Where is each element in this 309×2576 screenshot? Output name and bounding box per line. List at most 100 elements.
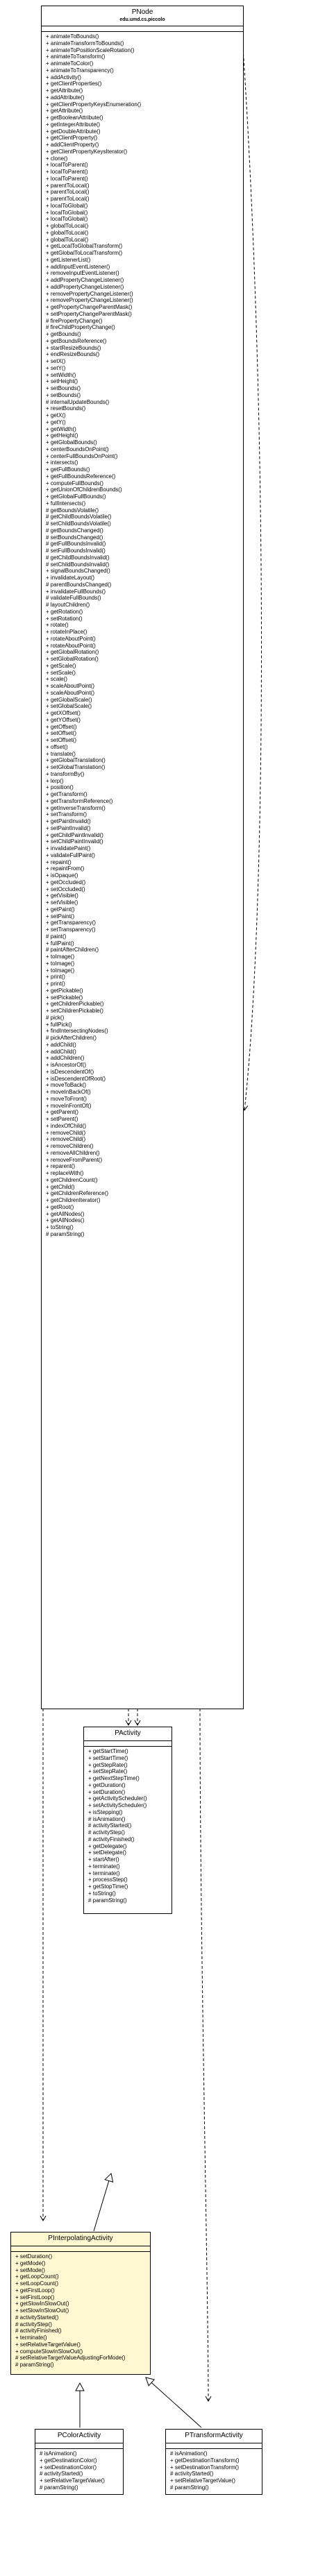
operation-item: + validateFullPaint()	[46, 851, 95, 858]
operation-item: + parentToLocal()	[46, 189, 90, 196]
operation-item: + addChildren()	[46, 1055, 85, 1062]
operation-item: # paramString()	[46, 1230, 85, 1237]
operation-item: + getGlobalRotation()	[46, 649, 99, 656]
operation-item: # activityFinished()	[88, 1836, 135, 1842]
operation-item: + centerBoundsOnPoint()	[46, 446, 109, 452]
operation-item: + startAfter()	[88, 1856, 119, 1863]
operation-item: + setOffset()	[46, 730, 77, 737]
operation-item: + computeFullBounds()	[46, 480, 103, 486]
operation-item: # activityStarted()	[170, 2471, 214, 2477]
operation-item: + setGlobalScale()	[46, 703, 92, 710]
operation-item: + setPaintInvalid()	[46, 824, 91, 831]
pcolor-class-box[interactable]: PColorActivity # isAnimation()+ getDesti…	[35, 2429, 124, 2495]
operation-item: + setTransform()	[46, 811, 87, 818]
operation-item: + signalBoundsChanged()	[46, 568, 110, 575]
operation-item: + getActivityScheduler()	[88, 1795, 147, 1802]
operation-item: # validateFullBounds()	[46, 595, 101, 602]
operation-item: + getBooleanAttribute()	[46, 115, 103, 121]
operation-item: + getRotation()	[46, 608, 83, 615]
pactivity-class-name: PActivity	[115, 1729, 141, 1737]
pinterpolating-class-box[interactable]: PInterpolatingActivity + setDuration()+ …	[10, 2232, 151, 2375]
pnode-class-box[interactable]: PNode edu.umd.cs.piccolo + animateToBoun…	[41, 6, 244, 1709]
pnode-class-name: PNode	[131, 8, 153, 16]
operation-item: + getLoopCount()	[15, 2273, 59, 2280]
operation-item: + animateToColor()	[46, 60, 94, 67]
operation-item: + removePropertyChangeListener()	[46, 290, 133, 297]
operation-item: + rotateAboutPoint()	[46, 635, 96, 642]
operation-item: + getListenerList()	[46, 256, 91, 263]
operation-item: + setDestinationTransform()	[170, 2464, 240, 2471]
operation-item: + setRelativeTargetValue()	[15, 2341, 81, 2348]
operation-item: + invalidateFullBounds()	[46, 588, 106, 595]
operation-item: + getGlobalScale()	[46, 696, 92, 703]
operation-item: + moveToFront()	[46, 1095, 87, 1102]
operation-item: + intersects()	[46, 459, 78, 466]
operation-item: + getFullBounds()	[46, 466, 90, 473]
operation-item: + endResizeBounds()	[46, 351, 100, 358]
operation-item: + getParent()	[46, 1109, 78, 1116]
operation-item: + addClientProperty()	[46, 142, 99, 148]
operation-item: + getChildrenCount()	[46, 1176, 98, 1183]
operation-item: + getAttribute()	[46, 108, 83, 115]
operation-item: + animateToTransparency()	[46, 67, 114, 74]
pactivity-class-box[interactable]: PActivity + getStartTime()+ setStartTime…	[83, 1727, 172, 1914]
operation-item: # setBoundsChanged()	[46, 534, 103, 541]
operation-item: + localToParent()	[46, 169, 88, 175]
operation-item: + addAttribute()	[46, 94, 85, 101]
operation-item: + getGlobalFullBounds()	[46, 493, 106, 500]
operation-item: # paramString()	[170, 2484, 209, 2491]
operation-item: + findIntersectingNodes()	[46, 1028, 108, 1035]
operation-item: + rotate()	[46, 622, 69, 629]
operation-item: + localToGlobal()	[46, 209, 88, 216]
operation-item: # setChildBoundsInvalid()	[46, 561, 110, 568]
operation-item: + getTransparency()	[46, 920, 96, 926]
operation-item: + addPropertyChangeListener()	[46, 283, 124, 290]
operation-item: + getUnionOfChildrenBounds()	[46, 486, 122, 493]
operation-item: # parentBoundsChanged()	[46, 581, 112, 588]
operation-item: + getClientPropertyKeysEnumeration()	[46, 101, 142, 108]
operation-item: + getDoubleAttribute()	[46, 128, 101, 135]
pcolor-attributes-compartment	[35, 2443, 123, 2449]
operation-item: + getClientPropertyKeysIterator()	[46, 148, 128, 155]
operation-item: + toString()	[88, 1890, 116, 1897]
operation-item: + setScale()	[46, 669, 76, 676]
operation-item: + fullPick()	[46, 1021, 72, 1028]
operation-item: + repaintFrom()	[46, 865, 85, 872]
ptransform-class-box[interactable]: PTransformActivity # isAnimation()+ getD…	[165, 2429, 262, 2495]
operation-item: + toImage()	[46, 967, 75, 974]
operation-item: + scaleAboutPoint()	[46, 689, 95, 696]
operation-item: + moveInBackOf()	[46, 1089, 91, 1095]
pnode-self-dependency	[242, 48, 262, 1112]
operation-item: + moveToBack()	[46, 1082, 87, 1089]
operation-item: # activityStarted()	[40, 2471, 83, 2477]
operation-item: + getY()	[46, 418, 66, 425]
operation-item: + print()	[46, 981, 65, 987]
operation-item: + localToParent()	[46, 162, 88, 169]
operation-item: + replaceWith()	[46, 1170, 84, 1176]
operation-item: + lerp()	[46, 777, 64, 784]
operation-item: + setChildPaintInvalid()	[46, 838, 103, 845]
operation-item: + addChild()	[46, 1041, 76, 1048]
pnode-package-name: edu.umd.cs.piccolo	[119, 17, 165, 22]
operation-item: + parentToLocal()	[46, 196, 90, 202]
operation-item: + removePropertyChangeListener()	[46, 297, 133, 304]
operation-item: # activityStep()	[88, 1829, 125, 1836]
operation-item: + getScale()	[46, 662, 76, 669]
operation-item: + setParent()	[46, 1116, 78, 1122]
pcolor-class-name: PColorActivity	[57, 2432, 101, 2439]
operation-item: + getChildPaintInvalid()	[46, 831, 103, 838]
operation-item: + setDestinationColor()	[40, 2464, 97, 2471]
operation-item: + getDestinationTransform()	[170, 2457, 240, 2464]
operation-item: + getPaint()	[46, 906, 75, 913]
operation-item: + getOccluded()	[46, 879, 86, 886]
operation-item: + startResizeBounds()	[46, 344, 101, 351]
operation-item: + setDuration()	[15, 2253, 53, 2260]
operation-item: + setRelativeTargetValue()	[40, 2477, 105, 2484]
operation-item: + getDelegate()	[88, 1842, 127, 1849]
operation-item: + removeChild()	[46, 1136, 86, 1143]
operation-item: + setY()	[46, 364, 66, 371]
operation-item: + getRoot()	[46, 1203, 74, 1210]
pactivity-class-header: PActivity	[84, 1727, 172, 1741]
pcolor-operations-compartment: # isAnimation()+ getDestinationColor()+ …	[35, 2449, 123, 2494]
operation-item: + getStopTime()	[88, 1883, 128, 1890]
